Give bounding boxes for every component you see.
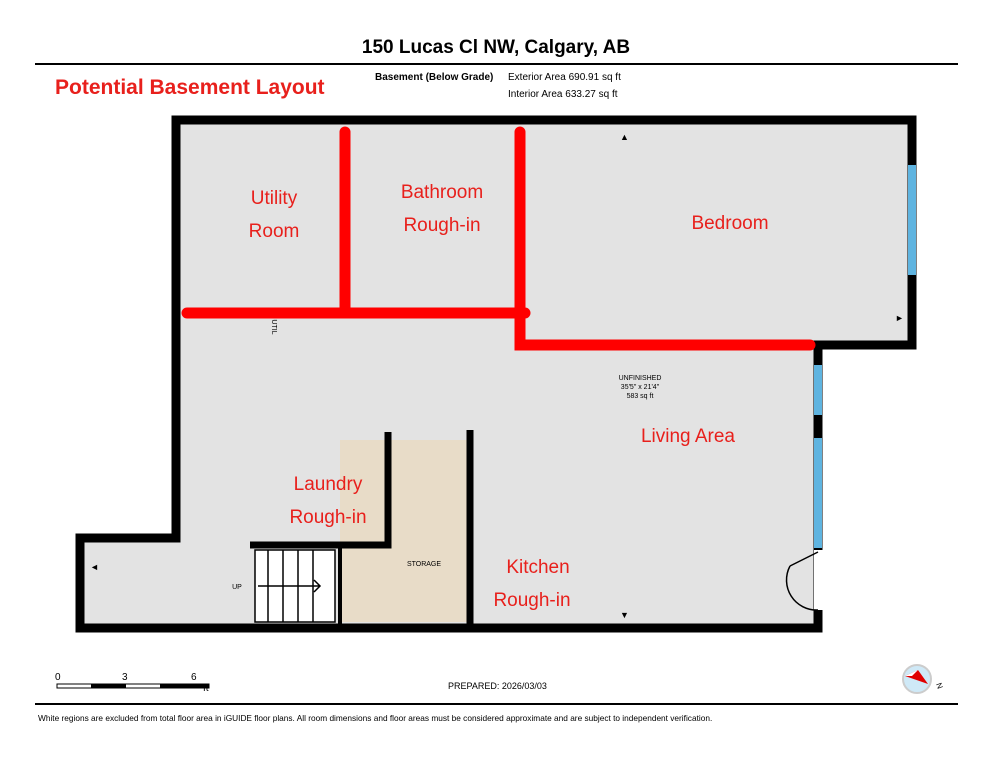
dimension-arrow-icon: ◄ bbox=[90, 562, 99, 572]
room-label-bedroom: Bedroom bbox=[691, 213, 768, 234]
svg-text:3: 3 bbox=[122, 672, 128, 683]
unfinished-label: UNFINISHED bbox=[619, 375, 662, 382]
util-label: UTIL bbox=[270, 319, 277, 334]
dimension-arrow-icon: ► bbox=[895, 313, 904, 323]
storage-label: STORAGE bbox=[407, 561, 441, 568]
stair-wall bbox=[250, 432, 392, 549]
exterior-area: Exterior Area 690.91 sq ft bbox=[508, 72, 621, 83]
door-swing bbox=[785, 551, 819, 611]
stairs bbox=[254, 549, 336, 623]
address-title: 150 Lucas Cl NW, Calgary, AB bbox=[362, 37, 630, 58]
room-label-utility: Room bbox=[249, 221, 300, 242]
stairs-up-label: UP bbox=[232, 584, 242, 591]
scale-bar: 0 3 6 ft bbox=[55, 672, 210, 694]
overlay-title: Potential Basement Layout bbox=[55, 76, 325, 99]
interior-area: Interior Area 633.27 sq ft bbox=[508, 89, 618, 100]
dimension-arrow-icon: ▲ bbox=[620, 132, 629, 142]
prepared-date: PREPARED: 2026/03/03 bbox=[448, 681, 547, 691]
svg-text:N: N bbox=[934, 682, 945, 691]
disclaimer: White regions are excluded from total fl… bbox=[38, 713, 712, 723]
compass-icon: N bbox=[902, 664, 945, 694]
room-label-living: Living Area bbox=[641, 426, 735, 447]
unfinished-area: 583 sq ft bbox=[627, 393, 654, 400]
svg-text:0: 0 bbox=[55, 672, 61, 683]
floor-label: Basement (Below Grade) bbox=[375, 72, 493, 83]
dimension-arrow-icon: ▼ bbox=[620, 610, 629, 620]
window bbox=[908, 165, 916, 275]
door-opening bbox=[814, 550, 823, 610]
room-label-utility: Utility bbox=[251, 188, 298, 209]
floor-area bbox=[80, 120, 912, 628]
proposed-walls bbox=[181, 126, 816, 351]
room-label-laundry: Rough-in bbox=[289, 507, 366, 528]
room-label-kitchen: Rough-in bbox=[493, 590, 570, 611]
room-label-bathroom: Bathroom bbox=[401, 182, 483, 203]
window bbox=[814, 438, 822, 548]
svg-text:ft: ft bbox=[203, 683, 209, 694]
room-label-laundry: Laundry bbox=[294, 474, 363, 495]
room-label-bathroom: Rough-in bbox=[403, 215, 480, 236]
storage-room bbox=[340, 440, 470, 622]
window bbox=[814, 365, 822, 415]
room-label-kitchen: Kitchen bbox=[506, 557, 569, 578]
svg-text:6: 6 bbox=[191, 672, 197, 683]
unfinished-dims: 35'5" x 21'4" bbox=[621, 384, 660, 391]
